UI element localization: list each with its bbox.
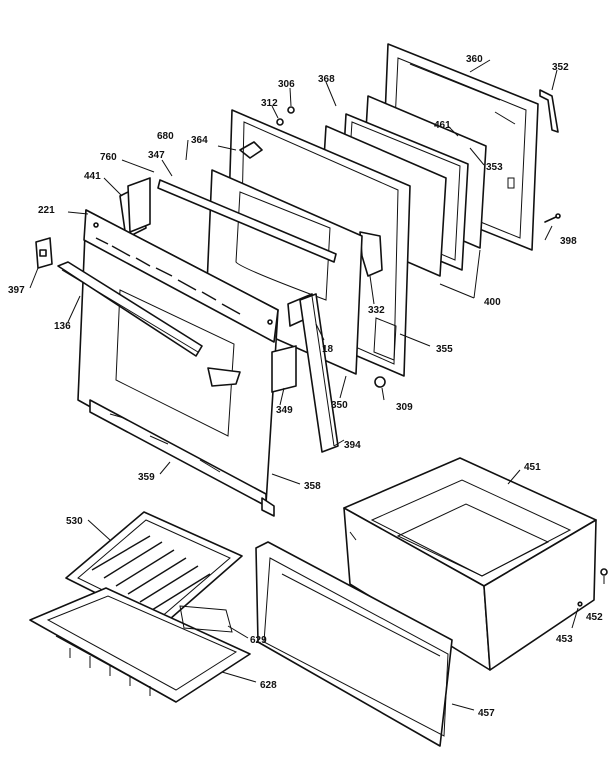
drawer-front-457 bbox=[255, 541, 453, 747]
side-bracket-397 bbox=[35, 237, 53, 269]
label-451: 451 bbox=[524, 462, 541, 473]
label-136: 136 bbox=[54, 321, 71, 332]
label-530: 530 bbox=[66, 516, 83, 527]
door-handle-136 bbox=[57, 261, 203, 357]
label-18: 18 bbox=[322, 344, 334, 355]
label-629: 629 bbox=[250, 635, 267, 646]
handle-bracket-352 bbox=[539, 89, 559, 133]
label-332: 332 bbox=[368, 305, 385, 316]
label-461: 461 bbox=[434, 120, 451, 131]
label-457: 457 bbox=[478, 708, 495, 719]
label-397: 397 bbox=[8, 285, 25, 296]
hinges bbox=[119, 177, 339, 453]
label-350: 350 bbox=[331, 400, 348, 411]
label-352: 352 bbox=[552, 62, 569, 73]
storage-drawer-451 bbox=[343, 457, 608, 671]
label-360: 360 bbox=[466, 54, 483, 65]
label-453: 453 bbox=[556, 634, 573, 645]
label-353: 353 bbox=[486, 162, 503, 173]
side-trims bbox=[261, 345, 297, 517]
label-628: 628 bbox=[260, 680, 277, 691]
label-347: 347 bbox=[148, 150, 165, 161]
label-441: 441 bbox=[84, 171, 101, 182]
label-680: 680 bbox=[157, 131, 174, 142]
label-364: 364 bbox=[191, 135, 208, 146]
label-312: 312 bbox=[261, 98, 278, 109]
label-398: 398 bbox=[560, 236, 577, 247]
broiler-rack-628 bbox=[29, 587, 251, 703]
outer-door-221 bbox=[77, 209, 279, 507]
label-306: 306 bbox=[278, 79, 295, 90]
insulation-bar-347 bbox=[157, 179, 337, 263]
label-368: 368 bbox=[318, 74, 335, 85]
label-221: 221 bbox=[38, 205, 55, 216]
label-359: 359 bbox=[138, 472, 155, 483]
label-760: 760 bbox=[100, 152, 117, 163]
label-400: 400 bbox=[484, 297, 501, 308]
leader-lines bbox=[29, 59, 605, 711]
label-358: 358 bbox=[304, 481, 321, 492]
label-349: 349 bbox=[276, 405, 293, 416]
label-394: 394 bbox=[344, 440, 361, 451]
part-labels: 360 352 306 368 312 461 680 364 353 760 … bbox=[8, 54, 603, 719]
label-355: 355 bbox=[436, 344, 453, 355]
label-309: 309 bbox=[396, 402, 413, 413]
label-452: 452 bbox=[586, 612, 603, 623]
